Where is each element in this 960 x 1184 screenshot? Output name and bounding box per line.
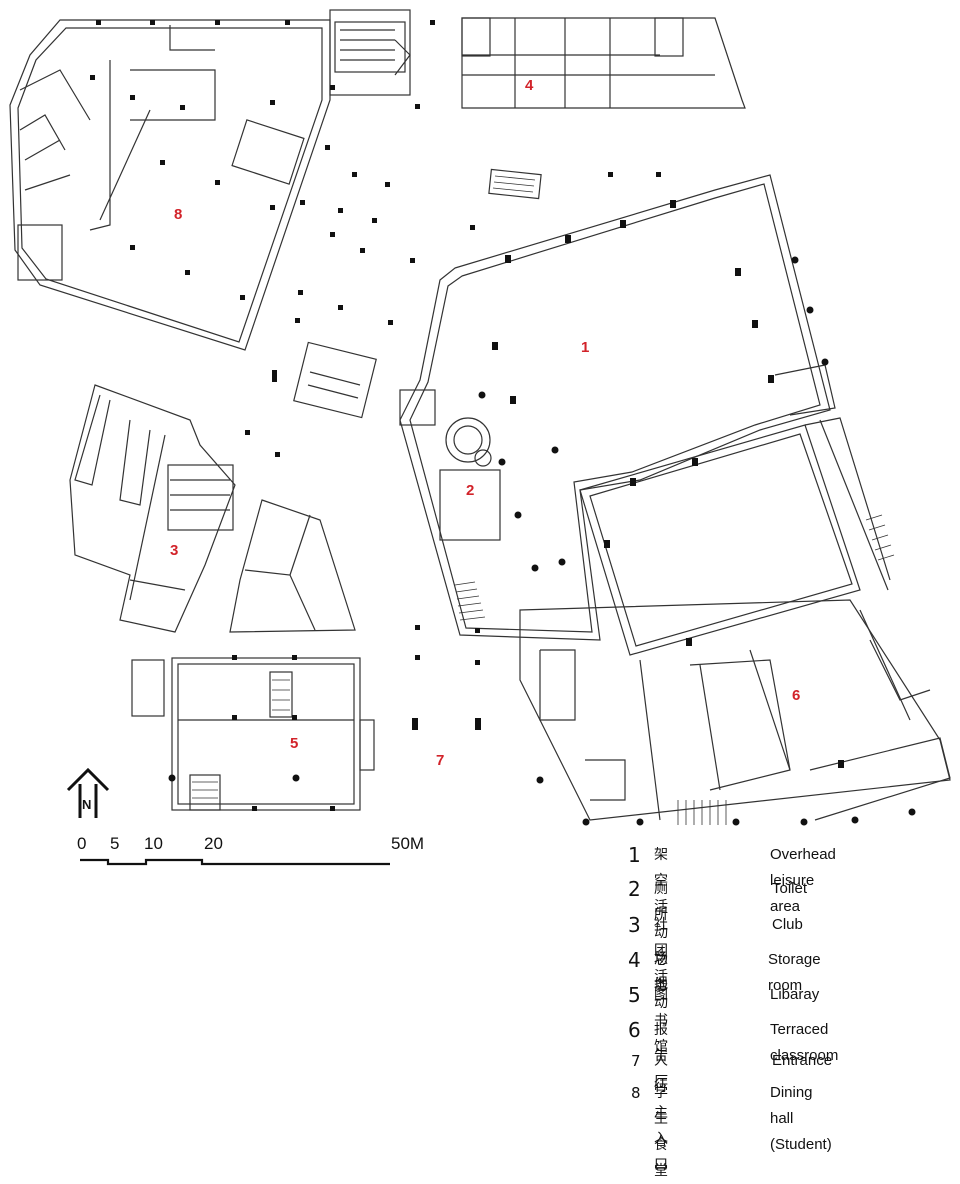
building-middle xyxy=(229,499,356,633)
north-label: N xyxy=(82,797,92,812)
legend-chinese-label: 厕所 xyxy=(654,881,668,923)
building-dining-hall xyxy=(9,19,331,351)
legend-chinese-label: 图书馆 xyxy=(654,987,668,1055)
legend-english-label: Dining hall (Student) xyxy=(770,1084,832,1153)
building-core-top xyxy=(329,9,411,96)
zone-label-4: 4 xyxy=(525,77,534,94)
north-arrow xyxy=(66,767,110,818)
legend-number: 8 xyxy=(631,1084,641,1102)
scale-label-10: 10 xyxy=(144,834,163,853)
legend-chinese-label: 学生食堂 xyxy=(654,1085,668,1179)
legend-number: 7 xyxy=(631,1052,641,1070)
legend-english-label: Club xyxy=(772,916,803,933)
legend-english-label: Libaray xyxy=(770,986,820,1003)
legend-english-label: Storage room xyxy=(768,951,821,994)
legend-english-label: Overhead leisure area xyxy=(770,846,836,915)
legend-chinese-label: 报告厅 xyxy=(654,1022,668,1090)
legend-chinese-label: 总务 xyxy=(654,952,668,994)
building-club xyxy=(69,384,236,633)
legend-number: 6 xyxy=(628,1018,641,1042)
legend-number: 2 xyxy=(628,877,641,901)
legend-english-label: Terraced classroom xyxy=(770,1021,839,1064)
zone-label-7: 7 xyxy=(436,752,445,769)
zone-label-5: 5 xyxy=(290,735,299,752)
scale-label-0: 0 xyxy=(77,834,87,853)
legend-number: 5 xyxy=(628,983,641,1007)
zone-label-3: 3 xyxy=(170,542,179,559)
zone-label-6: 6 xyxy=(792,687,801,704)
legend-number: 3 xyxy=(628,913,641,937)
scale-label-5: 5 xyxy=(110,834,120,853)
legend-number: 1 xyxy=(628,843,641,867)
stair-core xyxy=(293,341,377,419)
zone-label-1: 1 xyxy=(581,339,590,356)
legend-chinese-label: 社团活动 xyxy=(654,917,668,1011)
zone-label-8: 8 xyxy=(174,206,183,223)
building-library xyxy=(131,657,375,811)
legend-english-label: Entrance xyxy=(772,1052,833,1069)
scale-bar xyxy=(80,858,390,866)
scale-label-20: 20 xyxy=(204,834,223,853)
building-main-hall xyxy=(399,174,951,821)
legend-english-label: Toilet xyxy=(772,880,808,897)
zone-label-2: 2 xyxy=(466,482,475,499)
legend-number: 4 xyxy=(628,948,641,972)
floor-plan xyxy=(9,9,951,866)
building-storage xyxy=(461,17,746,109)
scale-label-50m: 50M xyxy=(391,834,425,853)
legend-chinese-label: 架空活动场地 xyxy=(654,847,668,993)
